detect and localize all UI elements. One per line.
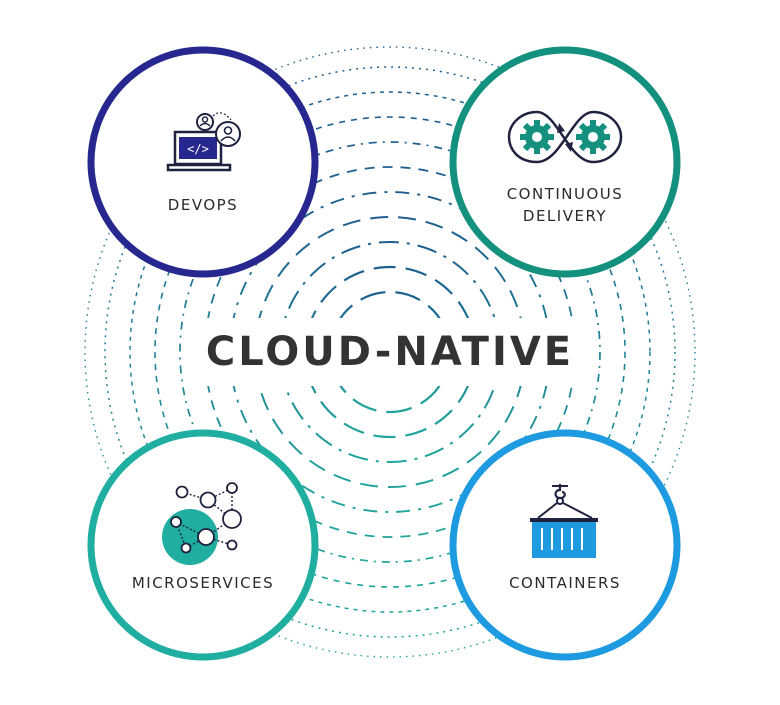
gears-infinity-icon (507, 110, 623, 164)
continuous-delivery-label: CONTINUOUS DELIVERY (465, 183, 665, 227)
shipping-container-icon (530, 484, 598, 558)
dashed-ring (154, 116, 626, 588)
network-nodes-icon (162, 482, 242, 565)
containers-label: CONTAINERS (465, 572, 665, 594)
dashed-ring (84, 46, 696, 658)
cloud-native-title: CLOUD-NATIVE (205, 329, 575, 375)
microservices-label-text: MICROSERVICES (131, 574, 275, 592)
title-backdrop (195, 318, 585, 386)
dashed-ring (104, 66, 676, 638)
laptop-code-people-icon: </> (166, 112, 241, 172)
dashed-ring (179, 141, 601, 563)
continuous-delivery-label-line2: DELIVERY (522, 207, 608, 225)
svg-text:</>: </> (187, 142, 209, 156)
dashed-ring (129, 91, 651, 613)
microservices-label: MICROSERVICES (103, 572, 303, 594)
continuous-delivery-circle (449, 46, 681, 278)
devops-label: DEVOPS (123, 194, 283, 216)
containers-label-text: CONTAINERS (509, 574, 621, 592)
devops-label-text: DEVOPS (167, 196, 239, 214)
continuous-delivery-label-line1: CONTINUOUS (506, 185, 624, 203)
